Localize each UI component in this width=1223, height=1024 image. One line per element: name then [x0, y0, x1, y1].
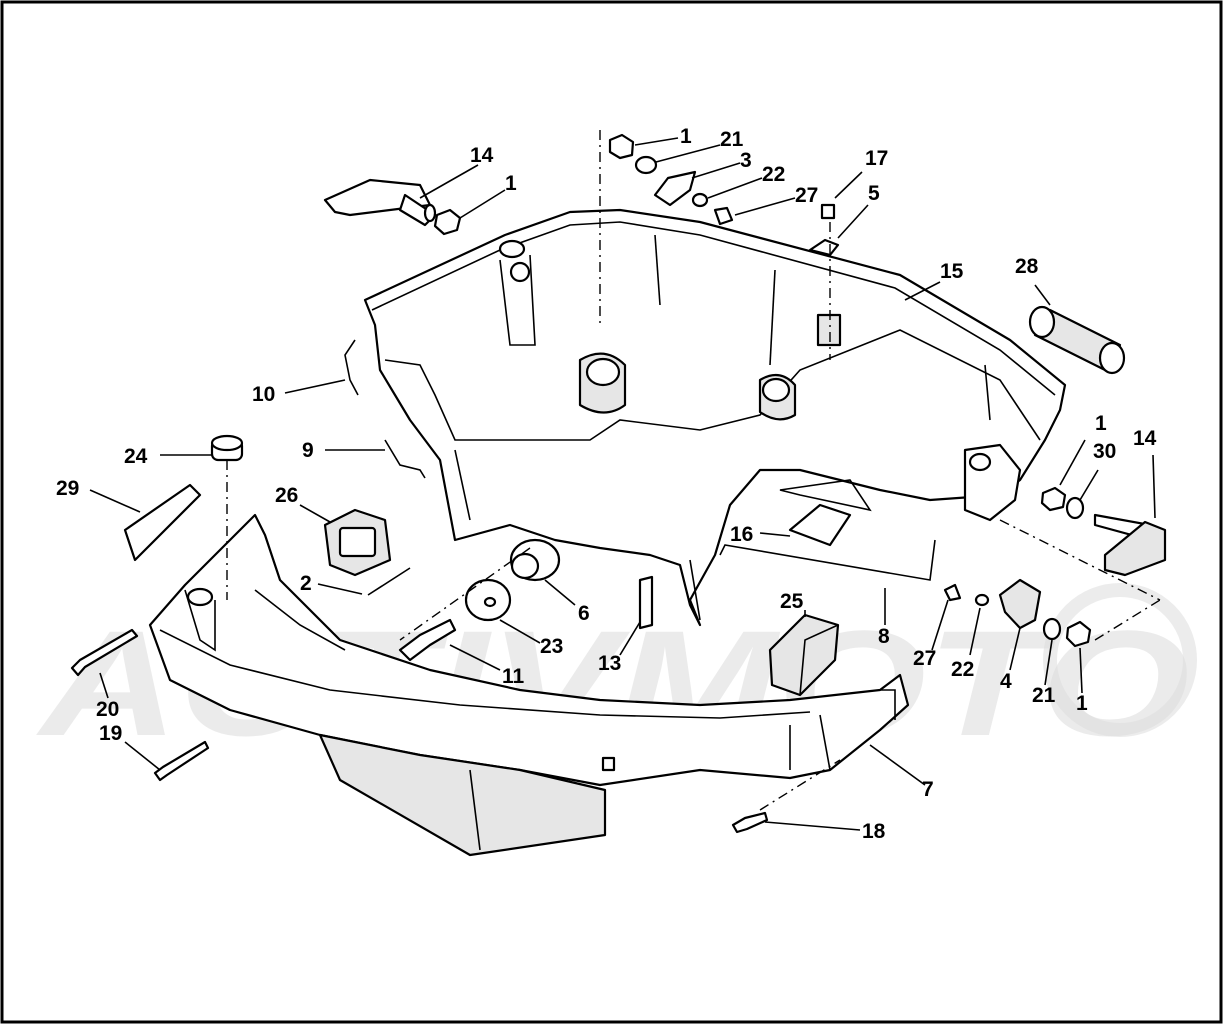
callout-20: 20 [96, 698, 119, 721]
callout-11: 11 [502, 665, 525, 688]
callout-23: 23 [540, 635, 563, 658]
callout-24: 24 [124, 445, 148, 468]
seal-10 [344, 339, 359, 396]
washer-30 [1065, 496, 1085, 520]
callout-18: 18 [862, 820, 886, 843]
grommet-26 [323, 508, 392, 577]
tube-28 [1028, 305, 1126, 375]
callout-30: 30 [1093, 440, 1116, 463]
callout-numbers: 1 21 3 22 27 17 5 14 1 15 28 10 9 24 29 … [56, 125, 1157, 843]
callout-19: 19 [99, 722, 122, 745]
nut-1c [1040, 486, 1067, 512]
callout-25: 25 [780, 590, 804, 613]
callout-28: 28 [1015, 255, 1039, 278]
rod-8 [719, 539, 936, 581]
callout-22: 22 [951, 658, 974, 681]
nut-1d [1065, 620, 1092, 648]
nut-1b [608, 133, 635, 160]
upper-cowl-pan [363, 208, 1067, 627]
callout-1: 1 [680, 125, 692, 148]
callout-1: 1 [1095, 412, 1107, 435]
link-13 [638, 575, 654, 630]
leader-lines [89, 137, 1156, 831]
clip-5 [808, 238, 840, 257]
callout-15: 15 [940, 260, 964, 283]
callout-21: 21 [720, 128, 744, 151]
washer-23 [464, 578, 512, 622]
callout-14: 14 [1133, 427, 1157, 450]
callout-3: 3 [740, 149, 752, 172]
latch-4 [998, 578, 1042, 630]
callout-6: 6 [578, 602, 590, 625]
callout-13: 13 [598, 652, 621, 675]
grommet-24 [210, 434, 244, 462]
callout-26: 26 [275, 484, 298, 507]
callout-21: 21 [1032, 684, 1056, 707]
callout-22: 22 [762, 163, 785, 186]
strip-29 [123, 483, 202, 562]
washer-22b [974, 593, 990, 607]
callout-17: 17 [865, 147, 888, 170]
bolt-19 [153, 740, 210, 782]
washer-21b [1042, 617, 1062, 641]
bracket-3 [653, 170, 697, 207]
callout-5: 5 [868, 182, 880, 205]
pad-16 [788, 503, 852, 547]
callout-10: 10 [252, 383, 275, 406]
stud-11 [398, 618, 457, 662]
callout-27: 27 [795, 184, 818, 207]
screw-27a [713, 206, 734, 226]
screw-17 [820, 203, 836, 220]
callout-1: 1 [505, 172, 517, 195]
callout-9: 9 [302, 439, 314, 462]
pin-2 [367, 567, 411, 596]
washer-21a [634, 155, 658, 175]
callout-27: 27 [913, 647, 936, 670]
bumper-6 [509, 538, 561, 582]
wire-9 [384, 439, 426, 479]
washer-22a [691, 192, 709, 208]
callout-16: 16 [730, 523, 753, 546]
nut-1a [433, 208, 462, 236]
handle-left [323, 178, 437, 227]
callout-29: 29 [56, 477, 79, 500]
callout-2: 2 [300, 572, 312, 595]
screw-27b [943, 583, 962, 602]
center-lines [226, 130, 1161, 811]
lower-cowl-pan [148, 513, 910, 857]
handle-right [1093, 513, 1167, 577]
callout-1: 1 [1076, 692, 1088, 715]
bolt-18 [731, 811, 769, 834]
callout-7: 7 [922, 778, 934, 801]
callout-4: 4 [1000, 670, 1012, 693]
callout-8: 8 [878, 625, 890, 648]
bolt-20 [70, 628, 139, 677]
callout-14: 14 [470, 144, 494, 167]
